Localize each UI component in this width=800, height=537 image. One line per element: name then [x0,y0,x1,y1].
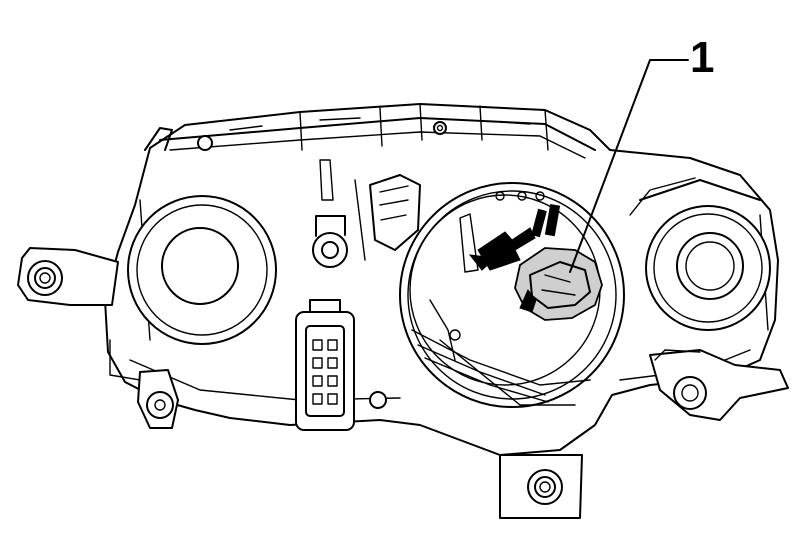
bulb-holder [514,247,603,321]
small-bolt [369,391,387,409]
lower-left-bracket [109,339,179,429]
callout-label: 1 [690,33,714,82]
rotation-arrow [459,203,561,273]
bulb-port [399,182,625,408]
right-lamp-port [629,177,771,331]
left-mounting-tab [17,247,119,306]
right-bracket [649,349,789,421]
callout-1: 1 [569,33,714,273]
cable-channel [354,174,421,261]
bottom-mounting-tab [499,454,583,519]
top-clips [144,117,531,151]
adjuster-screw [312,159,348,268]
left-lamp-port [127,195,277,345]
callout-leader-line [569,59,689,273]
electrical-connector [295,299,355,431]
